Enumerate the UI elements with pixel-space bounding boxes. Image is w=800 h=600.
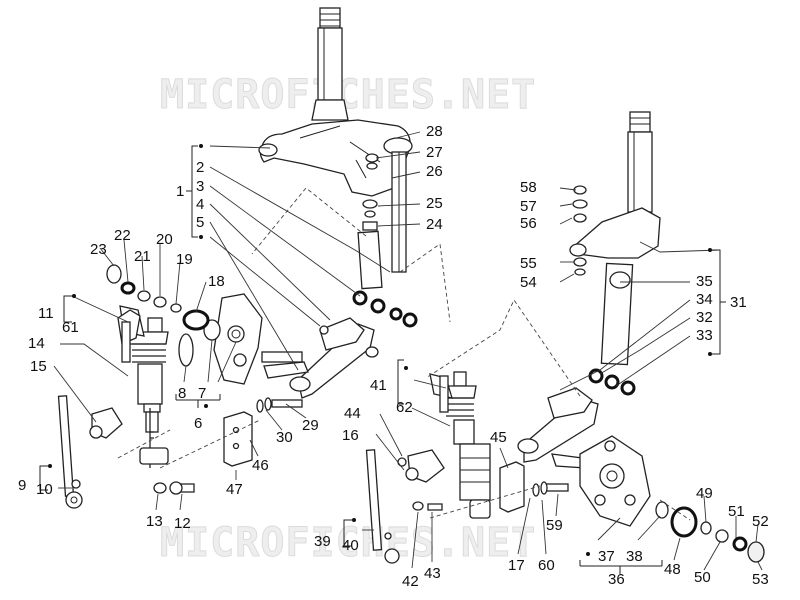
label-26: 26: [426, 163, 443, 180]
label-55: 55: [520, 255, 537, 272]
watermark-top: MICROFICHES.NET: [160, 72, 536, 118]
label-35: 35: [696, 273, 713, 290]
left-washer-stack: [106, 264, 182, 313]
label-17: 17: [508, 557, 525, 574]
label-19: 19: [176, 251, 193, 268]
label-43: 43: [424, 565, 441, 582]
label-15: 15: [30, 358, 47, 375]
label-45: 45: [490, 429, 507, 446]
leader-lines: [53, 131, 763, 571]
label-39: 39: [314, 533, 331, 550]
left-shock-absorber: [117, 305, 169, 468]
label-34: 34: [696, 291, 713, 308]
label-24: 24: [426, 216, 443, 233]
part-number-labels: 1 2 3 4 5 6 7 8 9 10 11 12 13 14 15 16 1…: [18, 123, 769, 590]
right-shock-absorber: [429, 371, 491, 519]
label-50: 50: [694, 569, 711, 586]
label-57: 57: [520, 198, 537, 215]
label-37: 37: [598, 548, 615, 565]
label-32: 32: [696, 309, 713, 326]
label-49: 49: [696, 485, 713, 502]
left-bracket-parts: [153, 397, 303, 495]
watermark-bottom: MICROFICHES.NET: [160, 520, 536, 566]
label-4: 4: [196, 196, 204, 213]
label-1: 1: [176, 183, 184, 200]
left-rod-parts: [57, 395, 123, 509]
label-51: 51: [728, 503, 745, 520]
label-41: 41: [370, 377, 387, 394]
right-swing-arm: [517, 387, 599, 469]
label-47: 47: [226, 481, 243, 498]
label-29: 29: [302, 417, 319, 434]
right-hub: [579, 435, 669, 527]
label-13: 13: [146, 513, 163, 530]
label-60: 60: [538, 557, 555, 574]
label-27: 27: [426, 144, 443, 161]
label-38: 38: [626, 548, 643, 565]
label-46: 46: [252, 457, 269, 474]
label-25: 25: [426, 195, 443, 212]
right-bracket-parts: [412, 461, 569, 513]
label-61: 61: [62, 319, 79, 336]
label-18: 18: [208, 273, 225, 290]
label-12: 12: [174, 515, 191, 532]
label-22: 22: [114, 227, 131, 244]
right-rod-parts: [365, 449, 445, 564]
label-10: 10: [36, 481, 53, 498]
label-20: 20: [156, 231, 173, 248]
label-33: 33: [696, 327, 713, 344]
dashed-axis-lines: [117, 187, 691, 521]
label-58: 58: [520, 179, 537, 196]
label-7: 7: [198, 385, 206, 402]
label-2: 2: [196, 159, 204, 176]
group-brackets: [39, 144, 726, 574]
label-40: 40: [342, 537, 359, 554]
label-14: 14: [28, 335, 45, 352]
label-53: 53: [752, 571, 769, 588]
label-52: 52: [752, 513, 769, 530]
label-56: 56: [520, 215, 537, 232]
left-steering-assembly: [258, 7, 418, 328]
left-swing-arm: [263, 317, 379, 399]
label-9: 9: [18, 477, 26, 494]
label-5: 5: [196, 214, 204, 231]
label-42: 42: [402, 573, 419, 590]
label-44: 44: [344, 405, 361, 422]
right-seal-stack: [670, 506, 765, 563]
label-48: 48: [664, 561, 681, 578]
label-36: 36: [608, 571, 625, 588]
label-28: 28: [426, 123, 443, 140]
label-16: 16: [342, 427, 359, 444]
label-59: 59: [546, 517, 563, 534]
right-steering-assembly: [569, 111, 661, 396]
label-62: 62: [396, 399, 413, 416]
label-3: 3: [196, 178, 204, 195]
label-23: 23: [90, 241, 107, 258]
label-31: 31: [730, 294, 747, 311]
label-30: 30: [276, 429, 293, 446]
label-21: 21: [134, 248, 151, 265]
label-8: 8: [178, 385, 186, 402]
label-11: 11: [38, 305, 54, 322]
label-54: 54: [520, 274, 537, 291]
label-6: 6: [194, 415, 202, 432]
